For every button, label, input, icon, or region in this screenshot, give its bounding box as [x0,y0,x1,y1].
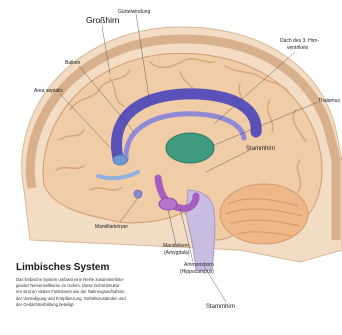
label-guertelwindung: Gürtelwindung [118,9,150,15]
label-ammonshorn-line2: (Hippocampus) [180,269,214,275]
label-mandelkern-line1: Mandelkern [163,243,189,249]
info-title: Limbisches System [16,262,109,273]
label-balken: Balken [65,60,80,66]
label-stammhirn-bottom: Stammhirn [206,304,235,311]
thalamus [166,133,214,163]
brainstem [186,190,215,270]
info-line: der Gedächtnisbildung beteiligt. [16,302,186,308]
label-stammhirn-mid: Stammhirn [246,146,275,153]
label-thalamus: Thalamus [318,98,340,104]
label-grosshirn: Großhirn [86,16,120,25]
septal-area [113,155,127,165]
label-ammonshorn-line1: Ammonshorn [184,262,214,268]
amygdala [159,198,177,210]
label-dach-line2: ventrikels [287,45,308,51]
label-mandelkern-line2: (Amygdala) [164,250,190,256]
mamillary-body [134,190,142,198]
label-dach-line1: Dach des 3. Hirn- [280,38,319,44]
label-mamillarkoerper: Mamillarkörper [95,224,128,230]
label-area-septalis: Area septalis [34,88,63,94]
info-text: Das limbische System umfasst eine Reihe … [16,277,186,308]
